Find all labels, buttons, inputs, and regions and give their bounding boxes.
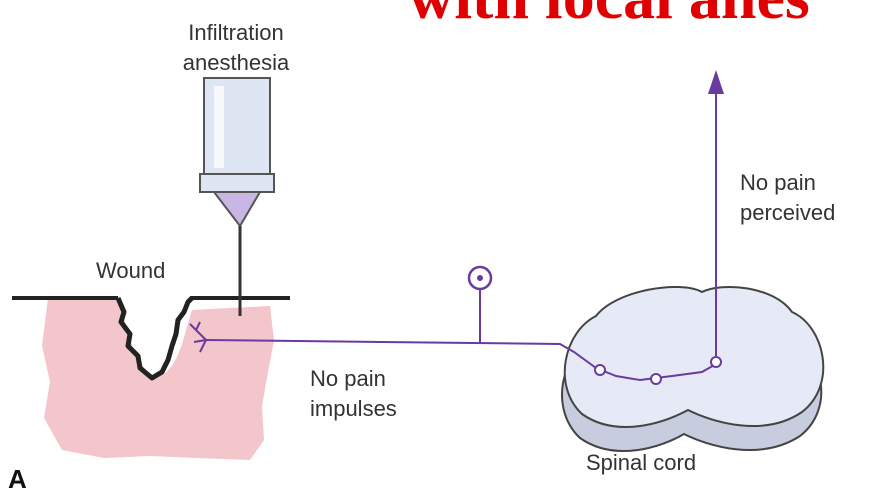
label-no-pain-perceived-line2: perceived (740, 200, 835, 225)
label-wound: Wound (96, 258, 165, 283)
label-no-pain-impulses-line1: No pain (310, 366, 386, 391)
label-spinal-cord: Spinal cord (586, 450, 696, 475)
syringe-barrel (204, 78, 270, 174)
tissue-block (42, 298, 274, 460)
needle-tip (214, 192, 260, 226)
panel-letter: A (8, 464, 27, 494)
label-infiltration-line2: anesthesia (183, 50, 290, 75)
syringe-plunger-shade (214, 86, 224, 168)
spinal-cord (565, 287, 824, 427)
label-no-pain-perceived-line1: No pain (740, 170, 816, 195)
ascending-arrowhead (708, 70, 724, 94)
slide-heading: with local anes (408, 0, 810, 32)
synapse-3 (711, 357, 721, 367)
syringe-hub (200, 174, 274, 192)
synapse-1 (595, 365, 605, 375)
synapse-2 (651, 374, 661, 384)
label-infiltration-line1: Infiltration (188, 20, 283, 45)
label-no-pain-impulses-line2: impulses (310, 396, 397, 421)
ganglion-nucleus (477, 275, 483, 281)
